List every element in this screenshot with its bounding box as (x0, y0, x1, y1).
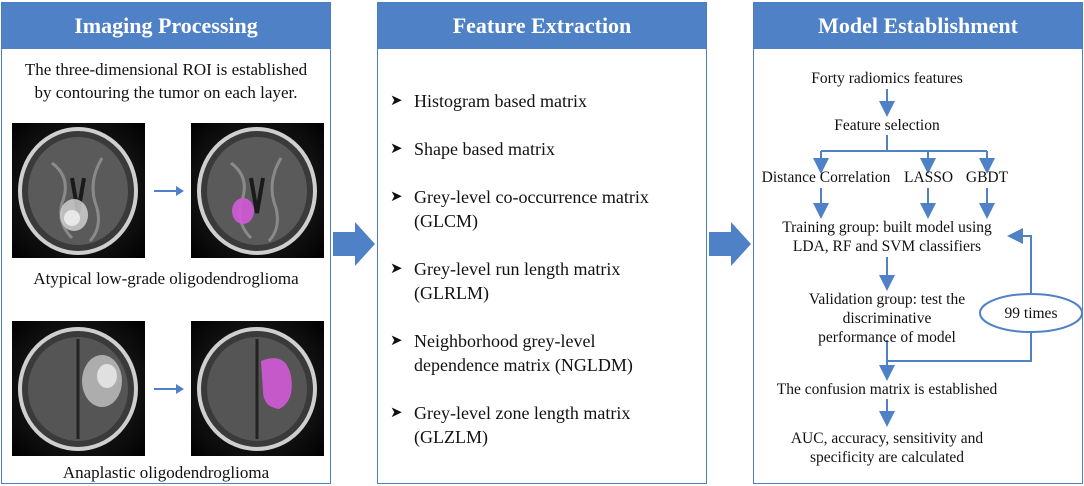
training-line-1: Training group: built model using (782, 219, 992, 236)
arrowhead-bullet-icon: ➤ (390, 189, 403, 205)
method-gbdt: GBDT (965, 169, 1009, 186)
loop-count-label: 99 times (1004, 305, 1058, 322)
flowchart-connectors (813, 89, 1083, 427)
feature-label: Histogram based matrix (414, 91, 587, 111)
feature-extraction-panel: Feature Extraction ➤ Histogram based mat… (377, 2, 707, 484)
roi-description-line-1: The three-dimensional ROI is established (24, 60, 308, 79)
feature-abbrev: (GLCM) (414, 211, 478, 231)
step-forty-features: Forty radiomics features (811, 70, 963, 87)
feature-ngldm: ➤ Neighborhood grey-level dependence mat… (386, 329, 700, 377)
validation-line-2: discriminative (842, 310, 932, 327)
step-validation-group: Validation group: test the discriminativ… (754, 290, 1020, 347)
feature-glzlm: ➤ Grey-level zone length matrix (GLZLM) (386, 401, 700, 449)
method-distance-correlation: Distance Correlation (761, 169, 891, 186)
metrics-line-2: specificity are calculated (809, 449, 965, 466)
validation-line-1: Validation group: test the (808, 291, 966, 308)
case-label-anaplastic: Anaplastic oligodendroglioma (62, 463, 270, 482)
feature-abbrev: dependence matrix (NGLDM) (414, 355, 633, 375)
feature-label: Shape based matrix (414, 139, 555, 159)
step-confusion-matrix: The confusion matrix is established (776, 381, 998, 398)
arrow-right-icon (154, 384, 184, 394)
mri-low-grade-roi (191, 123, 324, 258)
panel-title-feature-extraction: Feature Extraction (378, 3, 706, 49)
feature-abbrev: (GLZLM) (414, 427, 488, 447)
mri-anaplastic-original (12, 321, 145, 456)
feature-label: Grey-level co-occurrence matrix (414, 187, 649, 207)
validation-line-3: performance of model (818, 329, 956, 346)
method-lasso: LASSO (904, 169, 954, 186)
training-line-2: LDA, RF and SVM classifiers (792, 238, 982, 255)
feature-glcm: ➤ Grey-level co-occurrence matrix (GLCM) (386, 185, 700, 233)
feature-glrlm: ➤ Grey-level run length matrix (GLRLM) (386, 257, 700, 305)
panel-title-model-establishment: Model Establishment (754, 3, 1082, 49)
step-metrics: AUC, accuracy, sensitivity and specifici… (754, 429, 1020, 467)
flow-arrow-icon (333, 222, 375, 266)
model-establishment-panel: Model Establishment Forty radiomics feat… (753, 2, 1083, 484)
feature-abbrev: (GLRLM) (414, 283, 489, 303)
arrowhead-bullet-icon: ➤ (390, 141, 403, 157)
flow-arrow-icon (709, 222, 751, 266)
feature-label: Grey-level run length matrix (414, 259, 621, 279)
mri-low-grade-original (12, 123, 145, 258)
mri-anaplastic-roi (191, 321, 324, 456)
panel-title-imaging-processing: Imaging Processing (2, 3, 330, 49)
roi-description: The three-dimensional ROI is established… (2, 58, 330, 104)
arrowhead-bullet-icon: ➤ (390, 405, 403, 421)
step-feature-selection: Feature selection (834, 117, 940, 134)
feature-label: Neighborhood grey-level (414, 331, 596, 351)
step-training-group: Training group: built model using LDA, R… (754, 218, 1020, 256)
arrowhead-bullet-icon: ➤ (390, 261, 403, 277)
imaging-processing-panel: Imaging Processing The three-dimensional… (1, 2, 331, 484)
case-label-low-grade: Atypical low-grade oligodendroglioma (33, 269, 299, 288)
metrics-line-1: AUC, accuracy, sensitivity and (790, 430, 984, 447)
feature-shape: ➤ Shape based matrix (386, 137, 700, 161)
roi-description-line-2: by contouring the tumor on each layer. (34, 83, 298, 102)
arrowhead-bullet-icon: ➤ (390, 333, 403, 349)
arrow-right-icon (154, 186, 184, 196)
feature-list: ➤ Histogram based matrix ➤ Shape based m… (386, 89, 700, 473)
loop-count-ellipse (979, 293, 1083, 333)
feature-histogram: ➤ Histogram based matrix (386, 89, 700, 113)
feature-label: Grey-level zone length matrix (414, 403, 631, 423)
arrowhead-bullet-icon: ➤ (390, 93, 403, 109)
